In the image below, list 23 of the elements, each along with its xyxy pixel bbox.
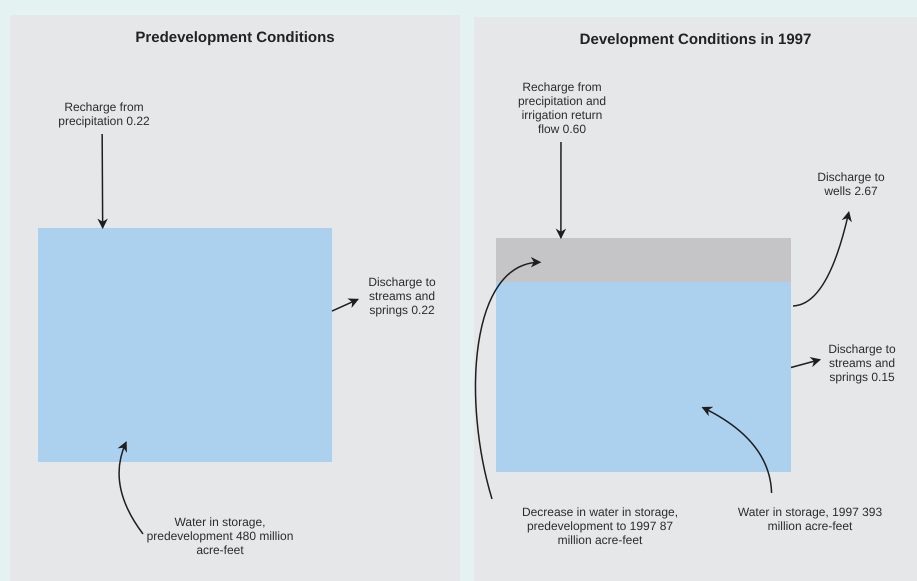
arrow (556, 142, 566, 240)
arrow (332, 298, 359, 312)
curved-arrow (792, 210, 852, 307)
flow-label: Discharge to wells 2.67 (815, 170, 887, 198)
arrow (790, 357, 822, 368)
flow-label: Discharge to streams and springs 0.15 (820, 342, 904, 384)
flow-label: Recharge from precipitation and irrigation return flow 0.60 (510, 80, 614, 136)
arrow (97, 134, 108, 230)
storage-loss-band (496, 238, 791, 282)
curved-arrow (474, 258, 542, 500)
storage-block (38, 228, 332, 462)
storage-block (496, 282, 791, 472)
flow-label: Water in storage, predevelopment 480 million acre-feet (140, 515, 300, 557)
curved-arrow (702, 406, 772, 494)
panel-heading: Predevelopment Conditions (134, 29, 336, 46)
flow-label: Water in storage, 1997 393 million acre-feet (730, 505, 890, 533)
flow-label: Recharge from precipitation 0.22 (58, 100, 150, 128)
flow-label: Discharge to streams and springs 0.22 (360, 275, 444, 317)
panel-background (474, 17, 917, 581)
panel-background (10, 15, 460, 581)
curved-arrow (118, 441, 144, 534)
panel-heading: Development Conditions in 1997 (578, 31, 812, 48)
flow-label: Decrease in water in storage, predevelopment to 1997 87 million acre-feet (520, 505, 680, 547)
